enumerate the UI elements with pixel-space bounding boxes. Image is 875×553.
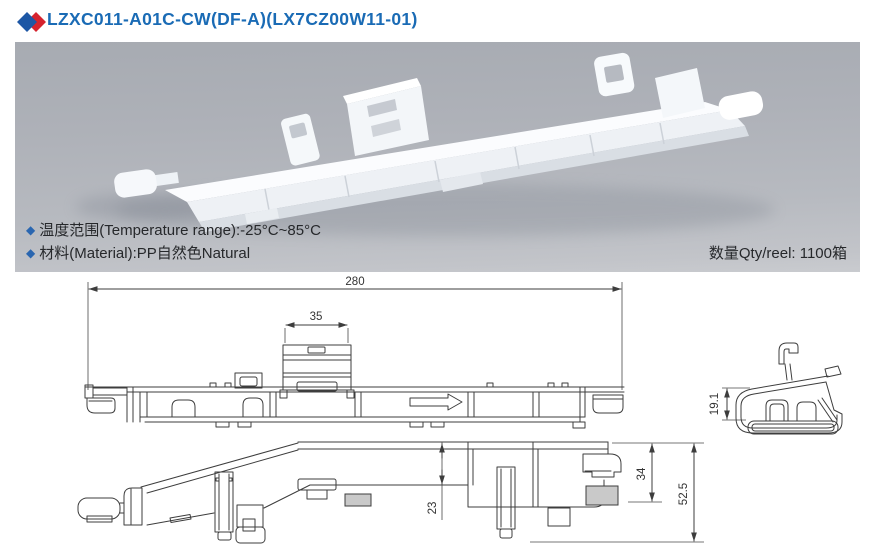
technical-drawings: 280 35 (0, 272, 875, 553)
qty-per-reel: 数量Qty/reel: 1100箱 (708, 245, 847, 262)
perspective-view-drawing: 23 34 52.5 (77, 441, 704, 544)
product-photo-illustration (75, 52, 775, 236)
double-diamond-icon (17, 12, 46, 32)
dim-section-height: 19.1 (709, 393, 721, 415)
page-title: LZXC011-A01C-CW(DF-A)(LX7CZ00W11-01) (47, 9, 418, 29)
dim-rail-height: 23 (427, 502, 439, 515)
product-photo: ◆温度范围(Temperature range):-25°C~85°C ◆材料(… (15, 42, 860, 272)
spec-material-text: 材料(Material):PP自然色Natural (39, 245, 251, 262)
header: LZXC011-A01C-CW(DF-A)(LX7CZ00W11-01) (0, 0, 875, 42)
diamond-bullet-icon: ◆ (26, 223, 36, 237)
top-view-drawing: 280 35 (84, 276, 625, 429)
spec-temperature-text: 温度范围(Temperature range):-25°C~85°C (39, 222, 321, 239)
drawing-canvas: 280 35 (77, 276, 843, 544)
spec-material: ◆材料(Material):PP自然色Natural (26, 242, 321, 265)
dim-block-width: 35 (310, 311, 323, 323)
dim-overall-length: 280 (345, 276, 364, 288)
end-view-drawing: 19.1 (709, 342, 843, 435)
part-shadow-left (75, 193, 215, 221)
spec-list: ◆温度范围(Temperature range):-25°C~85°C ◆材料(… (26, 219, 321, 265)
dim-overall-height: 52.5 (678, 483, 690, 505)
direction-arrow (409, 393, 463, 411)
diamond-bullet-icon: ◆ (26, 246, 36, 260)
spec-temperature: ◆温度范围(Temperature range):-25°C~85°C (26, 219, 321, 242)
dim-body-height: 34 (636, 467, 648, 480)
plastic-rail-part (114, 52, 764, 232)
blue-diamond-icon (17, 12, 37, 32)
